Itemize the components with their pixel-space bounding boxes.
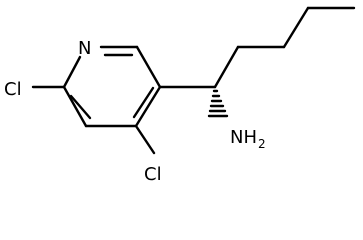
- chain-bond-3: [282, 6, 310, 49]
- amine-main-label: NH: [230, 127, 257, 148]
- hashed-wedge-bond: [207, 89, 229, 118]
- ring-bond-c4-c5: [134, 85, 162, 128]
- chain-bond-1: [213, 45, 240, 89]
- ring-bond-c2-c3: [62, 85, 88, 128]
- amine-subscript-label: 2: [258, 137, 266, 151]
- ring-nitrogen-label: N: [78, 38, 91, 59]
- chemical-structure: N Cl Cl NH 2: [4, 6, 356, 185]
- ring-double-bond-inner-1: [69, 94, 92, 120]
- amine-label: NH 2: [230, 127, 266, 151]
- chlorine-left-label: Cl: [4, 79, 22, 100]
- ring-bond-c5-c6: [135, 45, 162, 89]
- ring-bond-n-c2: [62, 55, 82, 89]
- pyridine-ring: [62, 45, 162, 128]
- molecule-diagram: N Cl Cl NH 2: [4, 6, 356, 185]
- bond-c4-cl: [134, 124, 156, 155]
- substituent-bonds: [31, 6, 356, 155]
- ring-double-bond-inner-2: [132, 86, 155, 119]
- chlorine-bottom-label: Cl: [144, 164, 162, 185]
